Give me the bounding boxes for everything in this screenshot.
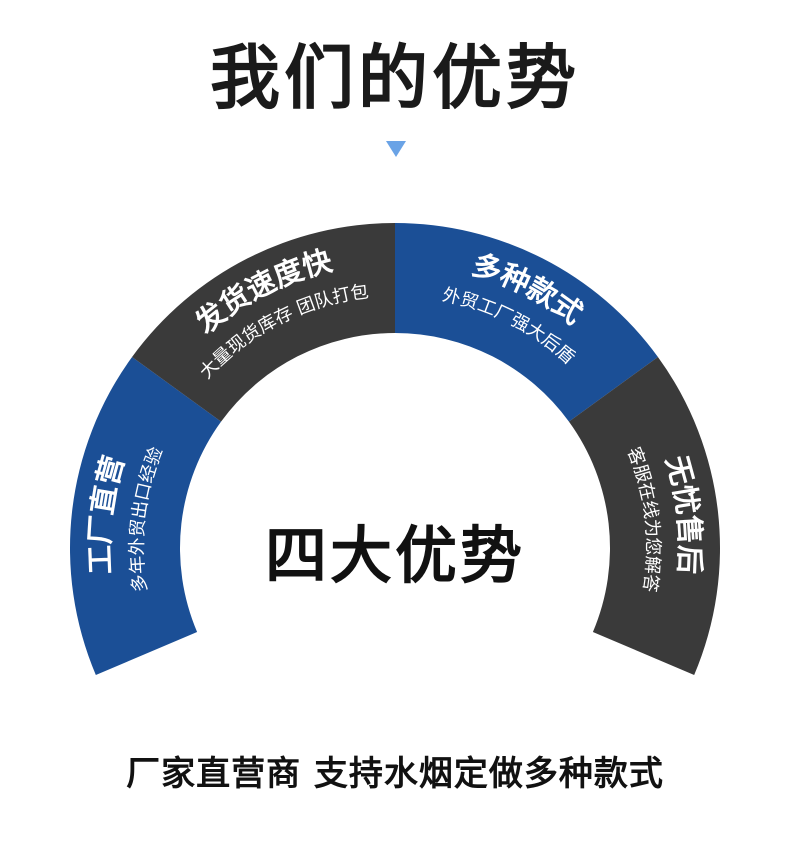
center-heading: 四大优势 <box>264 519 525 592</box>
segment-after-sales <box>568 356 720 675</box>
segment-fast-shipping <box>132 223 396 422</box>
segment-factory-direct <box>69 356 222 675</box>
page-title: 我们的优势 <box>210 37 580 119</box>
footer-slogan: 厂家直营商 支持水烟定做多种款式 <box>126 754 664 794</box>
down-triangle-icon <box>386 141 406 157</box>
segment-many-styles <box>395 223 658 422</box>
